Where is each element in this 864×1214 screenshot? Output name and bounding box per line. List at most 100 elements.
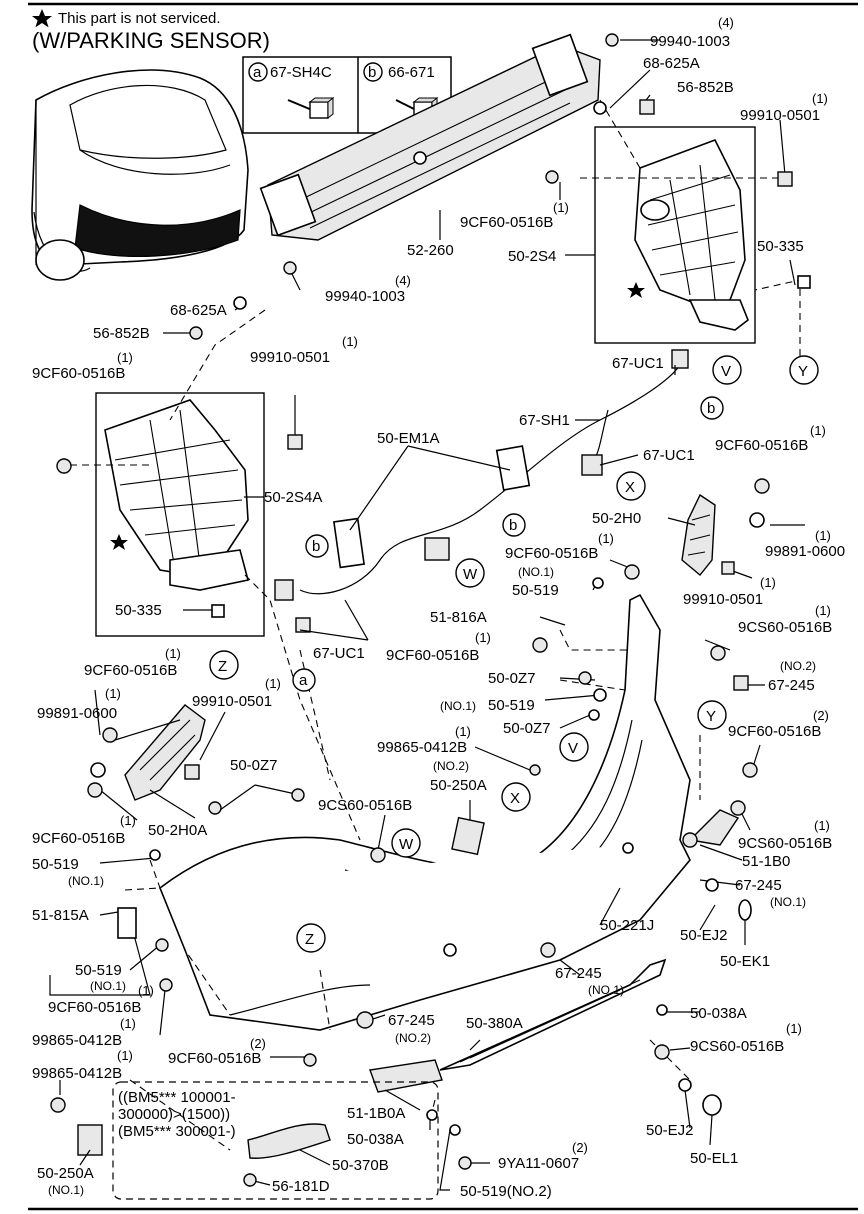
- label-56-181D: 56-181D: [272, 1178, 330, 1195]
- clip-icon: [733, 675, 749, 691]
- clip-icon: [656, 1004, 668, 1016]
- bolt-icon: [624, 564, 640, 580]
- clip-icon: [211, 604, 225, 618]
- clip-icon: [208, 801, 222, 815]
- clip-icon: [592, 577, 604, 589]
- qty: (NO.1): [90, 979, 126, 993]
- label-9CS60-0516B: 9CS60-0516B: [738, 835, 832, 852]
- qty: (4): [395, 273, 411, 288]
- qty: (4): [718, 15, 734, 30]
- label-50-250A: 50-250A: [37, 1165, 94, 1182]
- callout-W: W: [463, 566, 478, 583]
- callout-Z: Z: [305, 931, 314, 948]
- legend-key-a: a: [253, 64, 262, 81]
- label-50-EJ2: 50-EJ2: [680, 927, 728, 944]
- qty: (1): [120, 1016, 136, 1031]
- label-50-370B: 50-370B: [332, 1157, 389, 1174]
- qty: (1): [815, 528, 831, 543]
- bolt-icon: [545, 170, 559, 184]
- label-50-EL1: 50-EL1: [690, 1150, 738, 1167]
- callout-Y: Y: [798, 363, 808, 380]
- clip-icon: [578, 671, 592, 685]
- bolt-icon: [742, 762, 758, 778]
- label-68-625A: 68-625A: [643, 55, 700, 72]
- label-99910-0501: 99910-0501: [250, 349, 330, 366]
- legend-box: a 67-SH4C b 66-671: [242, 56, 452, 134]
- bolt-icon: [370, 847, 386, 863]
- legend-part-a: 67-SH4C: [270, 64, 332, 81]
- label-52-260: 52-260: [407, 242, 454, 259]
- label-99910-0501: 99910-0501: [740, 107, 820, 124]
- clip-icon: [184, 764, 200, 780]
- callout-W: W: [399, 836, 414, 853]
- label-51-1B0A: 51-1B0A: [347, 1105, 405, 1122]
- qty: (NO.1): [48, 1183, 84, 1197]
- callout-V: V: [568, 740, 578, 757]
- label-9CF60-0516B: 9CF60-0516B: [84, 662, 177, 679]
- qty: (1): [760, 575, 776, 590]
- label-67-245: 67-245: [768, 677, 815, 694]
- label-99910-0501: 99910-0501: [192, 693, 272, 710]
- part-51-1B0A-reflector: [369, 1059, 443, 1093]
- cap-icon: [702, 1094, 722, 1116]
- callout-V: V: [721, 363, 731, 380]
- serial-line-1: ((BM5*** 100001-: [118, 1089, 236, 1106]
- clip-icon: [540, 942, 556, 958]
- qty: (1): [598, 531, 614, 546]
- label-50-250A: 50-250A: [430, 777, 487, 794]
- qty: (1): [553, 200, 569, 215]
- qty: (1): [165, 646, 181, 661]
- label-50-2H0: 50-2H0: [592, 510, 641, 527]
- bolt-icon: [654, 1044, 670, 1060]
- detail-box-right: [594, 126, 756, 344]
- star-icon: [627, 282, 645, 298]
- qty: (1): [342, 334, 358, 349]
- callout-b3: b: [312, 538, 320, 555]
- part-50-2H0-bracket: [681, 493, 716, 576]
- label-67-UC1: 67-UC1: [612, 355, 664, 372]
- qty: (NO.1): [770, 895, 806, 909]
- label-67-245: 67-245: [735, 877, 782, 894]
- clip-icon: [189, 326, 203, 340]
- clip-icon: [705, 878, 719, 892]
- clip-icon: [588, 709, 600, 721]
- label-50-2S4A: 50-2S4A: [264, 489, 322, 506]
- label-50-EM1A: 50-EM1A: [377, 430, 440, 447]
- callout-X: X: [510, 790, 520, 807]
- nut-icon: [283, 261, 297, 275]
- callout-Z: Z: [218, 658, 227, 675]
- clip-icon: [149, 849, 161, 861]
- label-99891-0600: 99891-0600: [37, 705, 117, 722]
- bolt-icon: [303, 1053, 317, 1067]
- label-9CF60-0516B: 9CF60-0516B: [715, 437, 808, 454]
- label-9CS60-0516B: 9CS60-0516B: [690, 1038, 784, 1055]
- label-99891-0600: 99891-0600: [765, 543, 845, 560]
- part-50-380A-lower-garnish: [439, 958, 667, 1071]
- qty: (1): [265, 676, 281, 691]
- serial-detail-box: [112, 1081, 439, 1200]
- clip-icon: [243, 1173, 257, 1187]
- clip-icon: [721, 561, 735, 575]
- qty: (2): [813, 708, 829, 723]
- label-50-0Z7: 50-0Z7: [488, 670, 536, 687]
- qty: (1): [475, 630, 491, 645]
- label-99940-1003: 99940-1003: [325, 288, 405, 305]
- qty: (NO.1): [440, 699, 476, 713]
- legend-part-b: 66-671: [388, 64, 435, 81]
- vehicle-locator-image: [31, 69, 249, 281]
- clip-icon: [426, 1109, 438, 1121]
- label-50-380A: 50-380A: [466, 1015, 523, 1032]
- variant-title: (W/PARKING SENSOR): [32, 28, 270, 53]
- callout-a: a: [299, 672, 308, 689]
- serial-note: ((BM5*** 100001- 300000)>(1500)) (BM5***…: [118, 1089, 236, 1140]
- label-50-EJ2: 50-EJ2: [646, 1122, 694, 1139]
- label-99865-0412B: 99865-0412B: [32, 1065, 122, 1082]
- label-67-245: 67-245: [555, 965, 602, 982]
- serial-line-3: (BM5*** 300001-): [118, 1123, 236, 1140]
- label-9CF60-0516B: 9CF60-0516B: [48, 999, 141, 1016]
- qty: (NO.2): [395, 1031, 431, 1045]
- callout-b1: b: [707, 400, 715, 417]
- leader-lines: [70, 99, 801, 1151]
- part-50-370B-moulding: [247, 1123, 331, 1159]
